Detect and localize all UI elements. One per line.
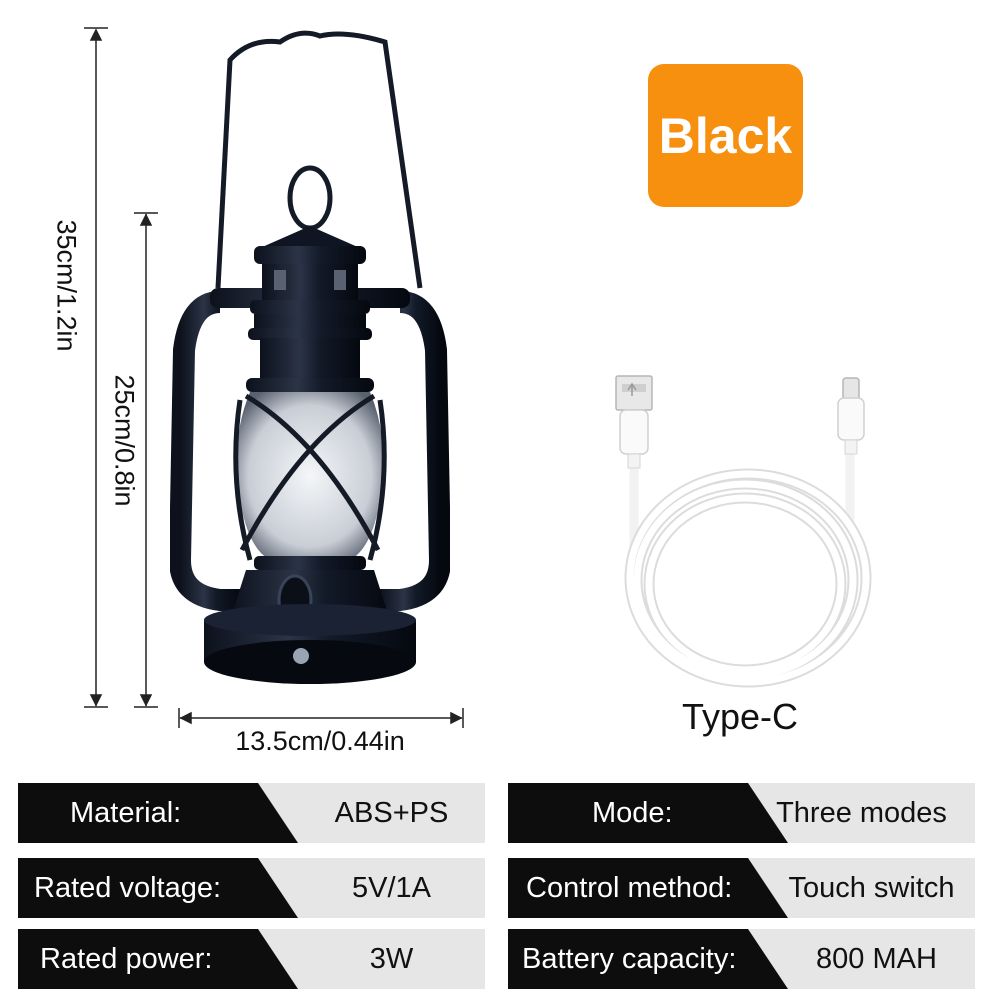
cable-type-label: Type-C xyxy=(681,696,799,737)
spec-value: 3W xyxy=(369,942,414,975)
spec-label: Material: xyxy=(70,796,182,829)
spec-row-rated-voltage: Rated voltage: 5V/1A xyxy=(18,858,485,918)
touch-switch-icon xyxy=(293,648,309,664)
spec-row-mode: Mode: Three modes xyxy=(508,783,975,843)
spec-label: Rated power: xyxy=(40,942,213,975)
width-label: 13.5cm/0.44in xyxy=(235,726,405,756)
type-c-cable-image xyxy=(615,375,872,688)
spec-value: 800 MAH xyxy=(816,942,937,975)
spec-label: Mode: xyxy=(592,796,673,829)
spec-label: Control method: xyxy=(526,871,733,904)
spec-value: ABS+PS xyxy=(334,796,449,829)
spec-value: Three modes xyxy=(776,796,947,829)
total-height-label: 35cm/1.2in xyxy=(51,219,82,352)
color-badge: Black xyxy=(648,64,803,207)
spec-value: Touch switch xyxy=(788,871,955,904)
spec-row-material: Material: ABS+PS xyxy=(18,783,485,843)
spec-row-rated-power: Rated power: 3W xyxy=(18,929,485,989)
spec-row-control-method: Control method: Touch switch xyxy=(508,858,975,918)
spec-value: 5V/1A xyxy=(352,871,431,904)
spec-row-battery-capacity: Battery capacity: 800 MAH xyxy=(508,929,975,989)
body-height-label: 25cm/0.8in xyxy=(109,374,140,507)
spec-label: Rated voltage: xyxy=(34,871,222,904)
spec-label: Battery capacity: xyxy=(522,942,737,975)
lantern-image xyxy=(170,30,450,684)
